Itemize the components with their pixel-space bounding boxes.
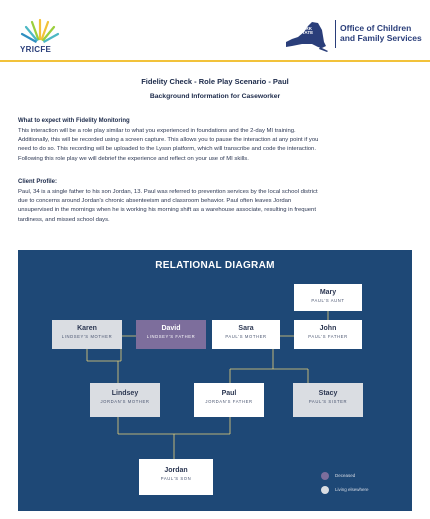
yricfe-logo-text: YRICFE bbox=[20, 45, 52, 54]
node-stacy: Stacy PAUL'S SISTER bbox=[293, 383, 363, 417]
legend-label: Living elsewhere bbox=[335, 487, 369, 492]
node-role: PAUL'S SISTER bbox=[308, 399, 348, 404]
agency-name: Office of Children and Family Services bbox=[340, 23, 422, 44]
node-name: Paul bbox=[221, 390, 237, 397]
node-david: David LINDSEY'S FATHER bbox=[136, 320, 206, 349]
section-heading-fidelity: What to expect with Fidelity Monitoring bbox=[18, 118, 130, 124]
node-name: Mary bbox=[319, 289, 337, 296]
node-name: Lindsey bbox=[111, 390, 139, 397]
node-role: LINDSEY'S FATHER bbox=[146, 334, 196, 339]
section-body-fidelity: This interaction will be a role play sim… bbox=[18, 128, 319, 162]
new-york-state-label: NEW YORK STATE bbox=[299, 21, 314, 36]
node-name: David bbox=[161, 325, 181, 332]
node-role: PAUL'S MOTHER bbox=[225, 334, 267, 339]
diagram-title: RELATIONAL DIAGRAM bbox=[155, 260, 275, 271]
legend-swatch bbox=[321, 472, 329, 480]
logo-divider bbox=[335, 20, 336, 48]
node-jordan: Jordan PAUL'S SON bbox=[139, 459, 213, 495]
node-role: PAUL'S SON bbox=[160, 476, 192, 481]
sunburst-logo-icon bbox=[20, 18, 60, 48]
node-lindsey: Lindsey JORDAN'S MOTHER bbox=[90, 383, 160, 417]
legend-label: Deceased bbox=[335, 473, 356, 478]
node-paul: Paul JORDAN'S FATHER bbox=[194, 383, 264, 417]
node-name: Karen bbox=[77, 325, 97, 332]
page-header: YRICFE NEW YORK STATE Office of Children… bbox=[0, 0, 430, 60]
node-john: John PAUL'S FATHER bbox=[294, 320, 362, 349]
section-body-client-profile: Paul, 34 is a single father to his son J… bbox=[18, 189, 318, 223]
page-title: Fidelity Check - Role Play Scenario - Pa… bbox=[141, 77, 289, 86]
node-name: John bbox=[319, 325, 337, 332]
legend-swatch bbox=[321, 486, 329, 494]
node-role: LINDSEY'S MOTHER bbox=[61, 334, 113, 339]
node-sara: Sara PAUL'S MOTHER bbox=[212, 320, 280, 349]
node-name: Stacy bbox=[318, 390, 338, 397]
relational-diagram: RELATIONAL DIAGRAM Mary PAUL'S AUNT bbox=[18, 250, 412, 511]
section-heading-client-profile: Client Profile: bbox=[18, 179, 58, 185]
header-rule bbox=[0, 60, 430, 62]
node-mary: Mary PAUL'S AUNT bbox=[294, 284, 362, 311]
node-role: JORDAN'S MOTHER bbox=[100, 399, 150, 404]
new-york-state-map-icon bbox=[286, 22, 328, 52]
node-role: PAUL'S FATHER bbox=[308, 334, 348, 339]
node-role: PAUL'S AUNT bbox=[311, 298, 345, 303]
node-name: Jordan bbox=[164, 467, 188, 474]
node-karen: Karen LINDSEY'S MOTHER bbox=[52, 320, 122, 349]
node-role: JORDAN'S FATHER bbox=[205, 399, 253, 404]
node-name: Sara bbox=[238, 325, 254, 332]
page-subtitle: Background Information for Caseworker bbox=[149, 93, 281, 100]
